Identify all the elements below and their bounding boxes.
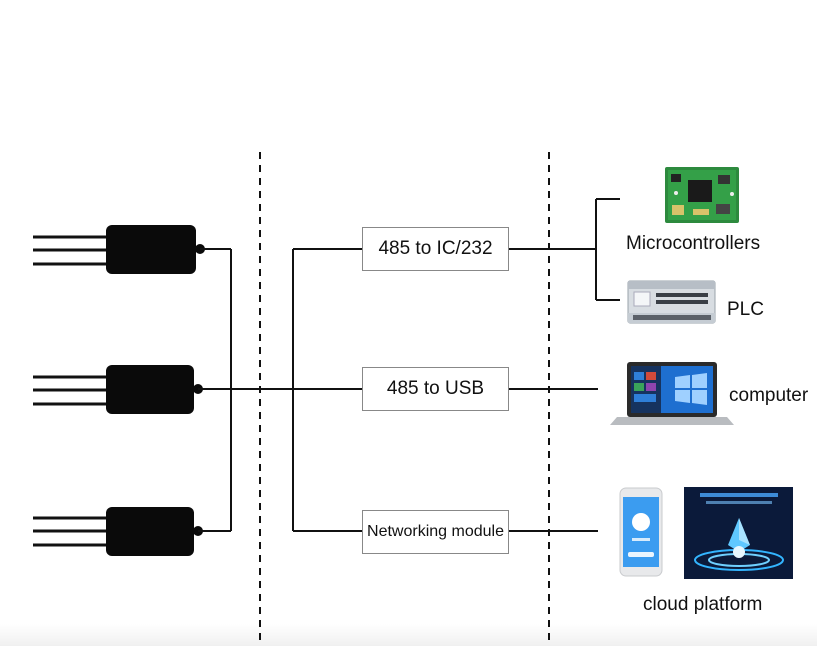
networking-module: Networking module xyxy=(362,510,509,554)
soil-sensor-2 xyxy=(33,365,203,414)
bottom-band xyxy=(0,624,817,646)
output-lines xyxy=(509,198,620,532)
soil-sensor-1 xyxy=(33,225,205,274)
converter-bus xyxy=(292,248,362,532)
laptop-image xyxy=(610,362,734,425)
microcontroller-board-image xyxy=(665,167,739,223)
cloud-platform-label: cloud platform xyxy=(643,594,763,615)
microcontrollers-label: Microcontrollers xyxy=(626,233,761,254)
plc-label: PLC xyxy=(727,299,764,320)
converter-485-to-ic232-label: 485 to IC/232 xyxy=(378,238,493,259)
cloud-platform-image xyxy=(684,487,793,579)
sensor-bus xyxy=(198,248,362,532)
soil-sensor-3 xyxy=(33,507,203,556)
converter-485-to-ic232: 485 to IC/232 xyxy=(362,227,509,271)
networking-module-label: Networking module xyxy=(367,523,504,540)
converter-485-to-usb: 485 to USB xyxy=(362,367,509,411)
plc-image xyxy=(627,280,716,324)
phone-image xyxy=(619,487,663,577)
computer-label: computer xyxy=(729,385,809,406)
converter-485-to-usb-label: 485 to USB xyxy=(386,378,485,399)
